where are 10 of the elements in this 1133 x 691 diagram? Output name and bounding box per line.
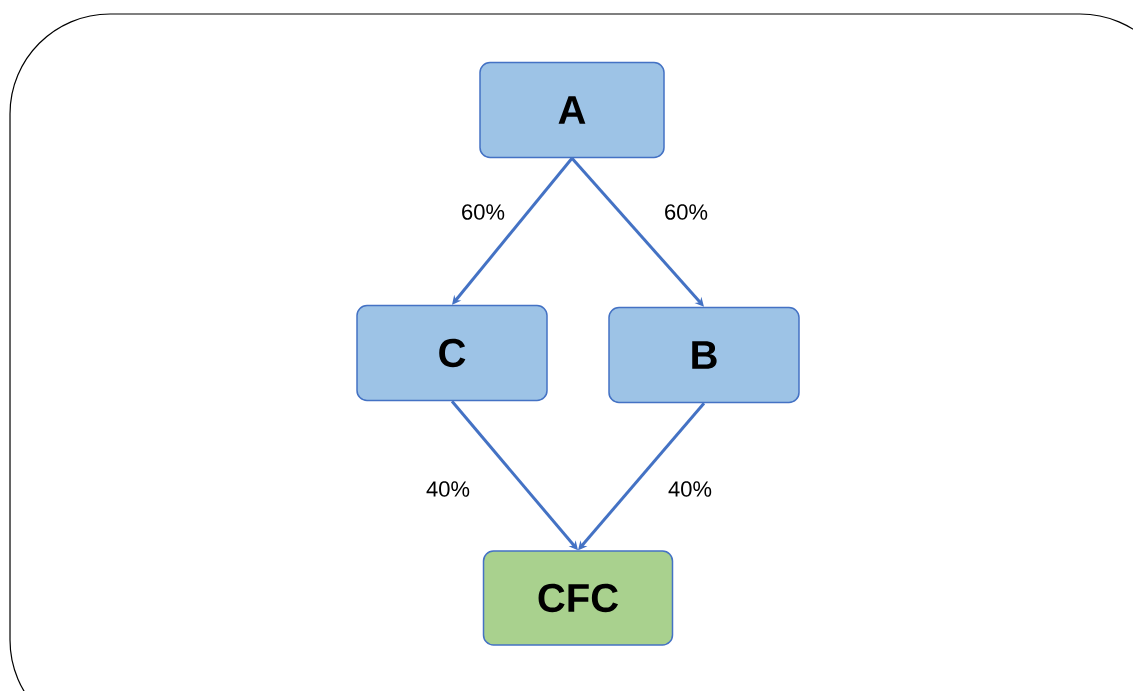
process-box: B: [608, 306, 800, 404]
arrow: [570, 157, 704, 307]
edge-label: 60%: [462, 204, 505, 220]
edge-label: 40%: [668, 481, 712, 497]
process-box: CFC: [482, 550, 674, 646]
process-box: A: [479, 61, 665, 159]
arrow: [452, 157, 574, 305]
process-box: C: [356, 304, 548, 402]
edge-label: 60%: [665, 204, 708, 220]
edge-label: 40%: [426, 481, 470, 497]
